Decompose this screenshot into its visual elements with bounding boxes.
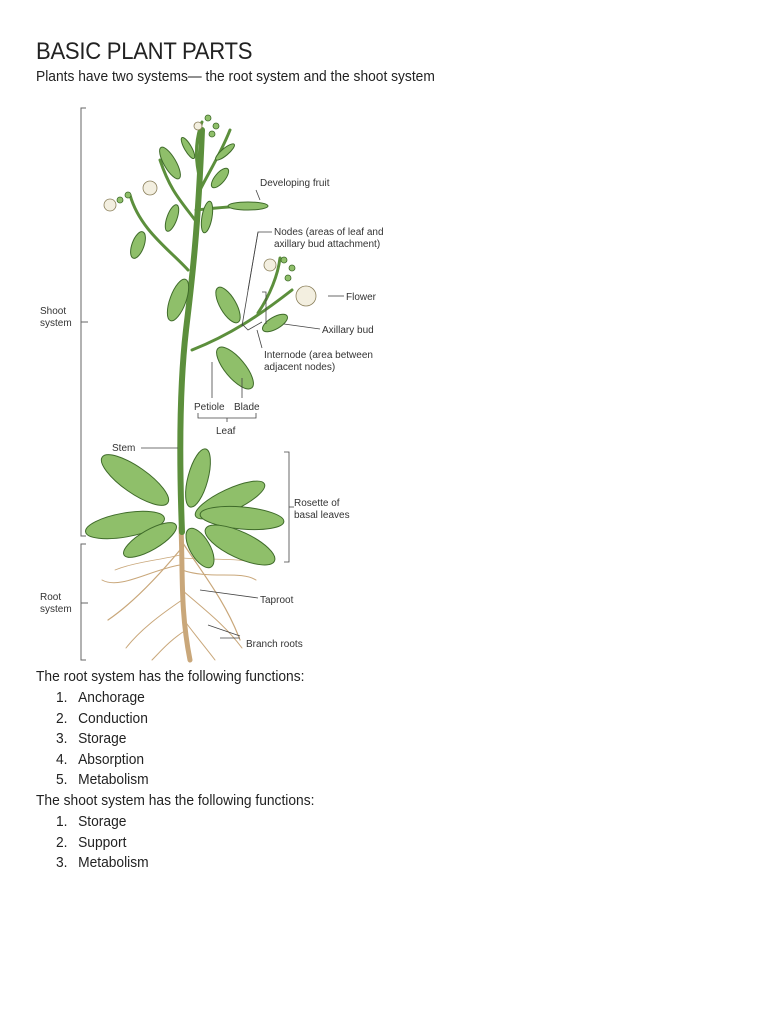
list-number: 1. [56,688,78,709]
rosette-label: Rosette of [294,498,340,509]
buds-drawing [117,115,295,281]
list-item: 2.Conduction [56,709,149,730]
axillary-bud-label: Axillary bud [322,325,374,336]
list-text: Absorption [78,751,144,768]
list-text: Conduction [78,710,148,727]
list-item: 3.Metabolism [56,853,149,874]
nodes-label-2: axillary bud attachment) [274,239,380,250]
taproot-label: Taproot [260,595,294,606]
shoot-system-label: Shoot [40,306,66,317]
shoot-functions-list: 1.Storage 2.Support 3.Metabolism [56,812,149,874]
list-number: 4. [56,750,78,771]
nodes-label: Nodes (areas of leaf and [274,227,384,238]
leaf-label: Leaf [216,426,236,437]
list-item: 4.Absorption [56,750,149,771]
petiole-label: Petiole [194,402,225,413]
blade-label: Blade [234,402,260,413]
list-number: 2. [56,709,78,730]
list-item: 1.Storage [56,812,149,833]
list-text: Storage [78,813,126,830]
list-text: Anchorage [78,689,145,706]
page-subtitle: Plants have two systems— the root system… [36,68,435,85]
list-text: Metabolism [78,771,149,788]
root-system-label-2: system [40,604,72,615]
branch-roots-label: Branch roots [246,639,303,650]
root-functions-list: 1.Anchorage 2.Conduction 3.Storage 4.Abs… [56,688,149,791]
stem-label: Stem [112,443,135,454]
list-item: 1.Anchorage [56,688,149,709]
list-item: 2.Support [56,833,149,854]
list-text: Storage [78,730,126,747]
list-number: 5. [56,770,78,791]
leader-lines [141,190,344,638]
plant-diagram: Shoot system Root system [30,100,430,665]
list-text: Support [78,834,126,851]
developing-fruit-label: Developing fruit [260,178,330,189]
system-brackets [81,108,88,660]
root-system-label: Root [40,592,61,603]
rosette-label-2: basal leaves [294,510,350,521]
list-item: 3.Storage [56,729,149,750]
root-functions-heading: The root system has the following functi… [36,668,304,685]
list-number: 3. [56,853,78,874]
internode-label: Internode (area between [264,350,373,361]
shoot-system-label-2: system [40,318,72,329]
internode-label-2: adjacent nodes) [264,362,335,373]
page-title: BASIC PLANT PARTS [36,38,252,66]
list-text: Metabolism [78,854,149,871]
branches [130,122,292,350]
list-number: 2. [56,833,78,854]
list-number: 3. [56,729,78,750]
shoot-functions-heading: The shoot system has the following funct… [36,792,314,809]
flower-label: Flower [346,292,377,303]
list-number: 1. [56,812,78,833]
list-item: 5.Metabolism [56,770,149,791]
